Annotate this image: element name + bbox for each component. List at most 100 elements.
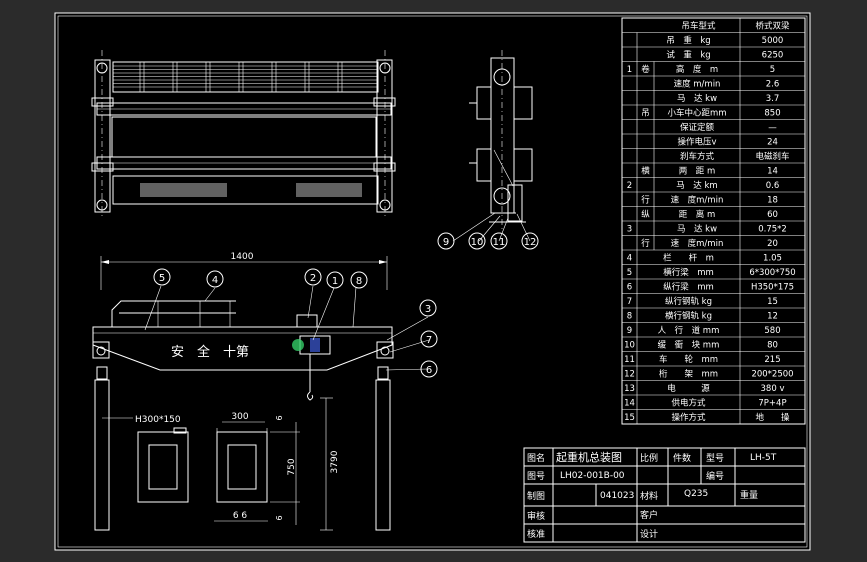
title-block: 图名 起重机总装图 比例 件数 型号 LH-5T 图号 LH02-001B-00… xyxy=(523,447,806,543)
hoist-motor-icon xyxy=(292,339,304,351)
plan-rail-post xyxy=(205,61,211,93)
section-views: 300 750 6 6 6 6 xyxy=(137,412,300,525)
plan-rail-post xyxy=(172,61,178,93)
spec-no: 4 xyxy=(627,254,632,264)
tb-label-material: 材料 xyxy=(640,490,658,502)
tb-label-serial: 编号 xyxy=(706,470,724,482)
spec-value: 850 xyxy=(764,109,780,119)
spec-item: 高 度 m xyxy=(676,64,718,75)
spec-value: 15 xyxy=(767,297,778,307)
balloon-9: 9 xyxy=(443,237,449,248)
spec-item: 电 源 xyxy=(667,383,710,394)
tb-model: LH-5T xyxy=(750,453,777,463)
plan-rail-post xyxy=(139,61,145,93)
spec-no: 13 xyxy=(624,384,635,394)
spec-value: 地 操 xyxy=(755,412,790,423)
spec-group: 纵 xyxy=(641,210,650,220)
tb-label-check: 审核 xyxy=(527,510,545,522)
balloon-11: 11 xyxy=(493,237,506,248)
spec-value: 6250 xyxy=(762,51,784,61)
spec-value: 6*300*750 xyxy=(749,268,795,278)
spec-value: 14 xyxy=(767,167,778,177)
spec-item: 马 达 kw xyxy=(677,93,717,104)
balloon-3: 3 xyxy=(425,304,431,315)
spec-value: 20 xyxy=(767,239,778,249)
side-wheel-icon xyxy=(493,187,511,205)
balloon-4: 4 xyxy=(212,275,218,286)
spec-header-type-label: 吊车型式 xyxy=(681,21,716,32)
spec-header-type-value: 桥式双梁 xyxy=(755,21,790,32)
spec-value: 380 v xyxy=(761,384,785,394)
section-height-label: 750 xyxy=(287,458,297,475)
spec-no: 6 xyxy=(627,283,632,293)
spec-item: 人 行 道 mm xyxy=(658,325,720,336)
spec-value: 7P+4P xyxy=(758,399,786,409)
spec-group: 吊 xyxy=(641,109,650,119)
spec-item: 横行梁 mm xyxy=(663,267,714,278)
spec-item: 距 离 m xyxy=(679,209,715,220)
dim-arrow-right xyxy=(379,260,387,264)
spec-no: 15 xyxy=(624,413,635,423)
spec-no: 11 xyxy=(624,355,635,365)
spec-group: 卷 xyxy=(641,64,650,75)
spec-item: 速 度m/min xyxy=(671,195,724,206)
spec-value: 电磁刹车 xyxy=(755,151,789,162)
balloon-7: 7 xyxy=(426,335,432,346)
spec-value: — xyxy=(768,123,777,133)
side-view xyxy=(469,50,533,232)
tb-label-model: 型号 xyxy=(706,453,724,464)
spec-item: 缓 衝 块 mm xyxy=(658,340,720,351)
balloon-2: 2 xyxy=(310,273,316,284)
hook-icon xyxy=(307,391,314,401)
spec-value: 200*2500 xyxy=(751,370,793,380)
tb-label-weight: 重量 xyxy=(740,489,758,501)
balloon-8: 8 xyxy=(356,276,362,287)
spec-item: 纵行钢轨 kg xyxy=(665,296,712,307)
tb-label-design: 设计 xyxy=(640,528,658,540)
tb-drawing-name: 起重机总装图 xyxy=(556,450,622,464)
spec-value: 24 xyxy=(767,138,778,148)
spec-item: 桁 架 mm xyxy=(659,369,718,380)
spec-item: 操作方式 xyxy=(671,412,706,423)
spec-value: 1.05 xyxy=(763,254,782,264)
front-view: 1400 安 全 十第 3790 H300*150 xyxy=(92,252,394,531)
spec-item: 试 重 kg xyxy=(666,50,710,61)
spec-item: 刹车方式 xyxy=(680,151,715,162)
balloon-1: 1 xyxy=(332,276,338,287)
column-section-label: H300*150 xyxy=(135,415,181,425)
plan-rail-post xyxy=(238,61,244,93)
spec-no: 10 xyxy=(624,341,635,351)
spec-item: 横行钢轨 kg xyxy=(665,311,712,322)
spec-item: 栏 杆 m xyxy=(663,253,714,264)
spec-value: 0.75*2 xyxy=(758,225,787,235)
plan-view xyxy=(91,50,396,218)
spec-item: 速度 m/min xyxy=(674,79,721,90)
spec-no: 12 xyxy=(624,370,635,380)
spec-group: 行 xyxy=(641,238,650,249)
spec-value: 60 xyxy=(767,210,778,220)
hoist-drum xyxy=(310,338,320,352)
spec-value: 5000 xyxy=(762,36,784,46)
spec-value: 5 xyxy=(770,65,775,75)
spec-value: 580 xyxy=(764,326,780,336)
spec-item: 吊 重 kg xyxy=(666,35,710,46)
spec-value: 2.6 xyxy=(766,80,780,90)
spec-item: 保证定额 xyxy=(680,122,715,133)
tb-label-no: 图号 xyxy=(527,471,545,482)
balloon-10: 10 xyxy=(471,237,484,248)
drawing-border xyxy=(57,15,808,548)
dim-span-label: 1400 xyxy=(231,252,254,262)
spec-no: 1 xyxy=(627,65,632,75)
spec-value: 12 xyxy=(767,312,778,322)
spec-no: 14 xyxy=(624,399,635,409)
dim-arrow-left xyxy=(101,260,109,264)
spec-no: 7 xyxy=(627,297,632,307)
spec-group: 横 xyxy=(641,166,650,177)
spec-value: H350*175 xyxy=(751,283,794,293)
section-top-flange-label: 6 xyxy=(275,415,284,420)
tb-label-ratio: 比例 xyxy=(640,452,658,464)
balloon-5: 5 xyxy=(159,273,165,284)
spec-item: 纵行梁 mm xyxy=(663,282,714,293)
